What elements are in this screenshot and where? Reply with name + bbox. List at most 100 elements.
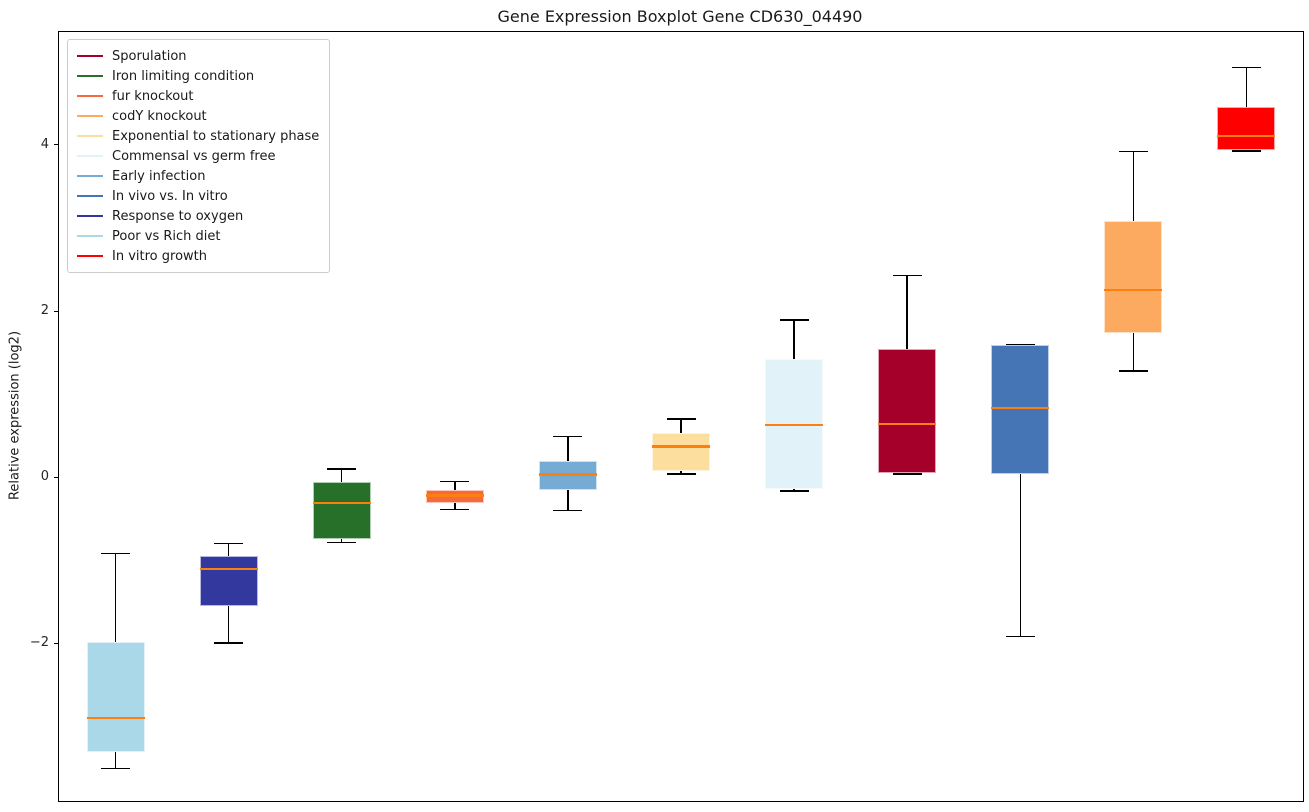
cap-upper-exponential-to-stationary-phase <box>666 418 696 420</box>
cap-upper-cody-knockout <box>1118 150 1148 153</box>
whisker-upper-response-to-oxygen <box>227 543 230 556</box>
legend-swatch-icon <box>77 135 103 137</box>
cap-upper-response-to-oxygen <box>214 542 244 545</box>
legend-swatch-icon <box>77 115 103 117</box>
y-tick-mark <box>54 476 59 478</box>
whisker-upper-fur-knockout <box>454 481 456 491</box>
median-response-to-oxygen <box>199 568 258 571</box>
median-commensal-vs-germ-free <box>765 423 824 426</box>
median-cody-knockout <box>1104 289 1163 292</box>
legend-label: codY knockout <box>112 108 207 124</box>
cap-upper-poor-vs-rich-diet <box>101 552 131 555</box>
box-exponential-to-stationary-phase <box>652 433 710 472</box>
y-tick-mark <box>54 310 59 312</box>
whisker-upper-poor-vs-rich-diet <box>114 553 117 642</box>
legend-swatch-icon <box>77 75 103 77</box>
box-response-to-oxygen <box>199 556 258 606</box>
median-fur-knockout <box>425 494 484 497</box>
cap-upper-early-infection <box>553 435 583 438</box>
box-poor-vs-rich-diet <box>86 641 145 752</box>
whisker-lower-exponential-to-stationary-phase <box>680 471 682 474</box>
whisker-lower-cody-knockout <box>1132 333 1135 371</box>
legend-item-fur-knockout: fur knockout <box>77 86 319 106</box>
whisker-upper-exponential-to-stationary-phase <box>680 418 682 434</box>
whisker-upper-early-infection <box>567 436 569 462</box>
legend-swatch-icon <box>77 215 103 217</box>
legend-item-commensal-vs-germ-free: Commensal vs germ free <box>77 146 319 166</box>
whisker-upper-iron-limiting-condition <box>340 468 343 483</box>
whisker-lower-poor-vs-rich-diet <box>114 752 117 769</box>
y-tick-label: 0 <box>40 469 49 485</box>
legend-label: Commensal vs germ free <box>112 148 276 164</box>
legend-item-iron-limiting-condition: Iron limiting condition <box>77 66 319 86</box>
legend-item-in-vivo-vs-in-vitro: In vivo vs. In vitro <box>77 186 319 206</box>
cap-lower-sporulation <box>892 473 922 475</box>
legend-item-poor-vs-rich-diet: Poor vs Rich diet <box>77 226 319 246</box>
legend-swatch-icon <box>77 235 103 237</box>
legend-item-sporulation: Sporulation <box>77 46 319 66</box>
cap-lower-early-infection <box>553 509 583 512</box>
legend-label: In vitro growth <box>112 248 207 264</box>
legend-swatch-icon <box>77 175 103 177</box>
whisker-upper-cody-knockout <box>1132 151 1135 222</box>
cap-lower-cody-knockout <box>1118 370 1148 372</box>
y-tick-mark <box>54 144 59 146</box>
legend-swatch-icon <box>77 255 103 257</box>
cap-upper-commensal-vs-germ-free <box>779 319 809 321</box>
median-sporulation <box>878 422 937 426</box>
cap-upper-fur-knockout <box>440 480 470 483</box>
y-tick-mark <box>54 642 59 644</box>
median-in-vitro-growth <box>1217 134 1276 137</box>
whisker-upper-commensal-vs-germ-free <box>793 320 795 360</box>
legend-swatch-icon <box>77 95 103 97</box>
whisker-upper-in-vitro-growth <box>1245 67 1248 107</box>
cap-lower-iron-limiting-condition <box>327 541 357 544</box>
y-tick-label: 4 <box>40 136 49 152</box>
box-in-vivo-vs-in-vitro <box>991 345 1050 474</box>
y-tick-label: 2 <box>40 303 49 319</box>
legend-item-response-to-oxygen: Response to oxygen <box>77 206 319 226</box>
legend-item-early-infection: Early infection <box>77 166 319 186</box>
legend-label: fur knockout <box>112 88 194 104</box>
cap-lower-response-to-oxygen <box>214 642 244 644</box>
box-in-vitro-growth <box>1217 106 1276 150</box>
cap-lower-in-vitro-growth <box>1231 150 1261 152</box>
cap-upper-in-vivo-vs-in-vitro <box>1005 343 1035 345</box>
cap-lower-commensal-vs-germ-free <box>779 490 809 492</box>
legend-item-exponential-to-stationary-phase: Exponential to stationary phase <box>77 126 319 146</box>
median-early-infection <box>538 473 597 476</box>
legend-label: Iron limiting condition <box>112 68 255 84</box>
legend-label: Early infection <box>112 168 206 184</box>
box-early-infection <box>538 461 597 491</box>
median-exponential-to-stationary-phase <box>652 445 710 448</box>
cap-lower-exponential-to-stationary-phase <box>666 473 696 475</box>
legend-item-cody-knockout: codY knockout <box>77 106 319 126</box>
legend-swatch-icon <box>77 195 103 197</box>
cap-lower-in-vivo-vs-in-vitro <box>1005 635 1035 638</box>
legend-item-in-vitro-growth: In vitro growth <box>77 246 319 266</box>
box-cody-knockout <box>1104 221 1163 334</box>
legend-label: Poor vs Rich diet <box>112 228 221 244</box>
cap-lower-fur-knockout <box>440 508 470 511</box>
cap-upper-iron-limiting-condition <box>327 468 357 470</box>
legend-swatch-icon <box>77 155 103 157</box>
cap-upper-in-vitro-growth <box>1231 66 1261 69</box>
legend-label: In vivo vs. In vitro <box>112 188 228 204</box>
whisker-upper-sporulation <box>906 275 908 350</box>
legend-swatch-icon <box>77 55 103 57</box>
median-in-vivo-vs-in-vitro <box>991 406 1050 410</box>
whisker-lower-in-vivo-vs-in-vitro <box>1019 473 1022 637</box>
median-iron-limiting-condition <box>312 501 371 505</box>
whisker-lower-commensal-vs-germ-free <box>793 488 795 492</box>
whisker-lower-fur-knockout <box>454 502 456 510</box>
whisker-lower-iron-limiting-condition <box>340 538 343 543</box>
legend-label: Response to oxygen <box>112 208 244 224</box>
box-fur-knockout <box>425 490 484 503</box>
whisker-lower-early-infection <box>567 490 569 511</box>
whisker-lower-response-to-oxygen <box>227 605 230 644</box>
median-poor-vs-rich-diet <box>86 716 145 720</box>
legend-label: Exponential to stationary phase <box>112 128 320 144</box>
legend-label: Sporulation <box>112 48 187 64</box>
